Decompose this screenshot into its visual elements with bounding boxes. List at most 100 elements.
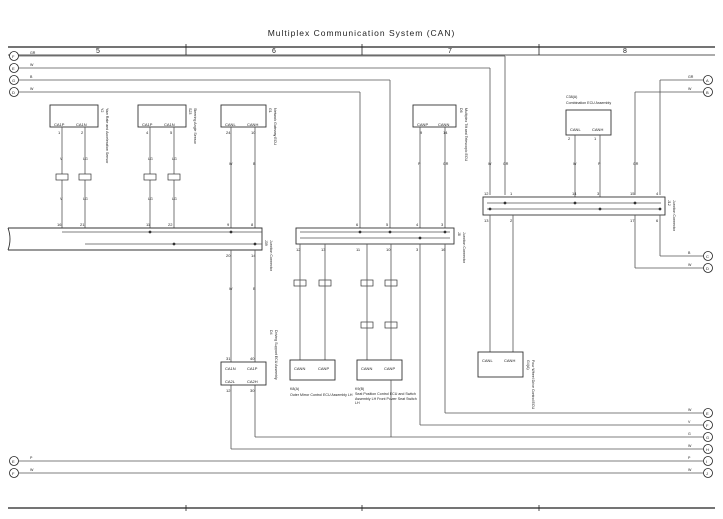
svg-text:16: 16 xyxy=(57,222,62,227)
tilt-telescopic-ecu: CANP CANN D6 Multiplex Tilt and Telescop… xyxy=(412,104,468,161)
terminal-G-left: G xyxy=(12,78,15,83)
top-bus-wires xyxy=(19,55,506,232)
wire-color: G xyxy=(688,432,691,436)
svg-text:Junction Connector: Junction Connector xyxy=(672,200,676,232)
terminal-B-right: B xyxy=(706,90,709,95)
wire-color: B xyxy=(30,75,33,79)
wire-color: W xyxy=(30,63,34,67)
column-header: 5 6 7 8 xyxy=(8,44,715,511)
svg-text:40: 40 xyxy=(250,356,255,361)
terminal-C-right: C xyxy=(706,254,709,259)
right-mid-terminals: C B D W xyxy=(634,215,713,273)
svg-text:V: V xyxy=(60,197,63,201)
bottom-left-terminals: E P F W xyxy=(9,456,34,478)
svg-text:Four Wheel Drive Control ECU: Four Wheel Drive Control ECU xyxy=(531,360,535,410)
wire-color: W xyxy=(688,87,692,91)
svg-text:S23: S23 xyxy=(188,108,192,114)
upper-wires xyxy=(61,127,601,244)
wire-color: GR xyxy=(30,51,36,55)
svg-text:1: 1 xyxy=(510,191,513,196)
svg-text:24: 24 xyxy=(226,130,231,135)
svg-text:3: 3 xyxy=(597,191,600,196)
svg-text:13: 13 xyxy=(484,218,489,223)
svg-text:Yaw Rate and Acceleration Sens: Yaw Rate and Acceleration Sensor xyxy=(105,108,109,164)
svg-text:9: 9 xyxy=(420,130,423,135)
svg-text:K8(A): K8(A) xyxy=(290,387,299,391)
svg-text:14: 14 xyxy=(443,130,448,135)
terminal-G-right: G xyxy=(706,435,709,440)
svg-text:17: 17 xyxy=(630,218,635,223)
svg-text:3: 3 xyxy=(416,247,419,252)
column-7: 7 xyxy=(448,48,452,55)
yaw-rate-sensor: CA1P CA1N Y2 Yaw Rate and Acceleration S… xyxy=(49,104,109,164)
wire-color: V xyxy=(688,420,691,424)
right-bottom-terminals: E W F V G G H W I P J W xyxy=(19,380,713,478)
wire-color: W xyxy=(688,408,692,412)
svg-text:10: 10 xyxy=(251,130,256,135)
svg-text:1: 1 xyxy=(594,136,597,141)
svg-text:CANL: CANL xyxy=(482,358,493,363)
inline-connectors xyxy=(55,173,398,329)
svg-text:Driving Support ECU Assembly: Driving Support ECU Assembly xyxy=(274,330,278,380)
terminal-D-right: D xyxy=(706,266,709,271)
svg-text:J12: J12 xyxy=(667,200,671,206)
svg-text:20: 20 xyxy=(226,253,231,258)
column-5: 5 xyxy=(96,48,100,55)
svg-text:CANP: CANP xyxy=(417,122,428,127)
svg-text:14: 14 xyxy=(572,191,577,196)
svg-text:Junction Connector: Junction Connector xyxy=(462,232,466,264)
svg-text:CANP: CANP xyxy=(384,366,395,371)
svg-text:Network Gateway ECU: Network Gateway ECU xyxy=(273,108,277,145)
right-top-terminals: A GR B W xyxy=(634,75,713,195)
svg-text:31: 31 xyxy=(226,356,231,361)
svg-text:D6: D6 xyxy=(459,108,463,113)
terminal-H-right: H xyxy=(706,447,709,452)
svg-text:LG: LG xyxy=(148,157,153,161)
svg-text:B: B xyxy=(253,162,256,166)
svg-text:2: 2 xyxy=(510,218,513,223)
svg-text:CA1N: CA1N xyxy=(164,122,175,127)
svg-text:CANN: CANN xyxy=(294,366,305,371)
terminal-E-right: E xyxy=(706,411,709,416)
wire-color-labels: V LG V LG LG LG LG LG W B W B P GR W GR … xyxy=(60,157,639,291)
column-8: 8 xyxy=(623,48,627,55)
svg-text:W: W xyxy=(229,162,233,166)
svg-text:4: 4 xyxy=(146,130,149,135)
svg-text:CANH: CANH xyxy=(504,358,515,363)
svg-text:Combination ECU Assembly: Combination ECU Assembly xyxy=(566,101,611,105)
svg-text:CANN: CANN xyxy=(361,366,372,371)
svg-text:CANH: CANH xyxy=(592,127,603,132)
svg-text:11: 11 xyxy=(146,222,151,227)
svg-text:LG: LG xyxy=(83,157,88,161)
svg-text:CA1P: CA1P xyxy=(54,122,65,127)
terminal-E-left-bottom: E xyxy=(12,459,15,464)
svg-text:G4(A): G4(A) xyxy=(526,360,530,370)
svg-text:30: 30 xyxy=(250,388,255,393)
junction-connector-j39: 16 21 11 22 9 8 20 14 J39 Junction Conne… xyxy=(7,222,273,272)
steering-angle-sensor: CA1P CA1N S23 Steering Angle Sensor 4 5 xyxy=(137,104,197,145)
svg-text:8: 8 xyxy=(251,222,254,227)
outer-mirror-ecu: CANN CANP K8(A) Outer Mirror Control ECU… xyxy=(289,359,353,397)
combination-ecu: CANL CANH C38(A) Combination ECU Assembl… xyxy=(565,95,612,141)
svg-text:21: 21 xyxy=(80,222,85,227)
terminal-E-left: E xyxy=(12,66,15,71)
svg-text:K9(B): K9(B) xyxy=(355,387,364,391)
svg-text:CA1N: CA1N xyxy=(225,366,236,371)
svg-text:11: 11 xyxy=(356,247,361,252)
svg-text:CANN: CANN xyxy=(438,122,449,127)
svg-text:22: 22 xyxy=(168,222,173,227)
svg-text:D4: D4 xyxy=(269,330,273,335)
junction-connector-j8: 6 5 4 3 12 13 11 10 3 16 J8 Junction Con… xyxy=(295,222,466,264)
svg-text:3: 3 xyxy=(441,222,444,227)
svg-text:4: 4 xyxy=(416,222,419,227)
four-wheel-drive-ecu: CANL CANH G4(A) Four Wheel Drive Control… xyxy=(477,351,535,410)
left-terminals: F GR E W G B D W xyxy=(9,51,36,97)
svg-text:GR: GR xyxy=(443,162,449,166)
svg-text:W: W xyxy=(488,162,492,166)
svg-text:P: P xyxy=(418,162,421,166)
wire-color: W xyxy=(30,87,34,91)
svg-text:G1: G1 xyxy=(268,108,272,113)
terminal-I-right: I xyxy=(706,459,707,464)
junction-connector-j12: 12 1 14 3 15 4 13 2 17 6 J12 Junction Co… xyxy=(482,191,676,232)
